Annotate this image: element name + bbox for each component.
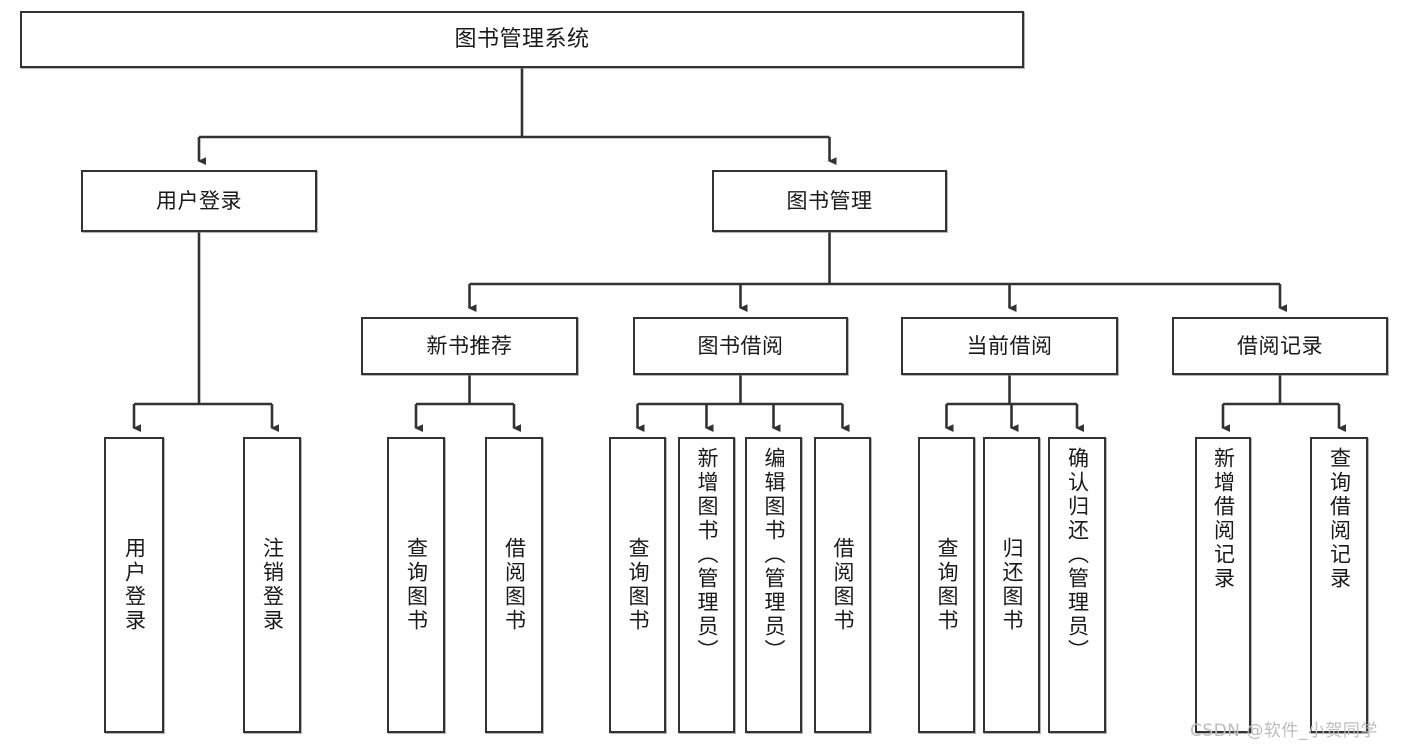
- node-leaf-borrow-book-2[interactable]: 借阅图书: [814, 437, 871, 733]
- node-leaf-user-login[interactable]: 用户登录: [104, 437, 164, 733]
- node-book-borrow[interactable]: 图书借阅: [633, 317, 848, 375]
- node-label: 图书借阅: [697, 333, 784, 358]
- node-label: 查询图书: [626, 537, 650, 633]
- node-borrow-record[interactable]: 借阅记录: [1172, 317, 1388, 375]
- node-root[interactable]: 图书管理系统: [20, 11, 1024, 68]
- node-label: 新增图书（管理员）: [695, 447, 719, 663]
- node-label: 借阅记录: [1237, 333, 1323, 358]
- node-label: 编辑图书（管理员）: [762, 447, 786, 663]
- node-leaf-query-book-3[interactable]: 查询图书: [918, 437, 975, 733]
- node-leaf-add-book[interactable]: 新增图书（管理员）: [678, 437, 735, 733]
- node-leaf-user-logout[interactable]: 注销登录: [243, 437, 301, 733]
- node-book-manage[interactable]: 图书管理: [712, 170, 947, 232]
- node-label: 用户登录: [122, 537, 147, 633]
- node-label: 新增借阅记录: [1211, 447, 1236, 591]
- node-leaf-borrow-book-1[interactable]: 借阅图书: [485, 437, 543, 733]
- node-label: 确认归还（管理员）: [1065, 447, 1090, 663]
- node-leaf-query-record[interactable]: 查询借阅记录: [1310, 437, 1368, 733]
- node-leaf-add-record[interactable]: 新增借阅记录: [1195, 437, 1251, 733]
- node-label: 图书管理系统: [454, 26, 590, 52]
- node-label: 查询借阅记录: [1327, 447, 1352, 591]
- node-label: 图书管理: [786, 188, 873, 213]
- node-label: 用户登录: [156, 188, 242, 213]
- node-label: 新书推荐: [426, 333, 513, 358]
- node-leaf-edit-book[interactable]: 编辑图书（管理员）: [745, 437, 802, 733]
- node-label: 归还图书: [1000, 537, 1024, 633]
- node-label: 当前借阅: [966, 333, 1053, 358]
- node-label: 查询图书: [935, 537, 959, 633]
- node-new-book-rec[interactable]: 新书推荐: [361, 317, 578, 375]
- node-label: 注销登录: [260, 537, 285, 633]
- node-leaf-return-book[interactable]: 归还图书: [983, 437, 1040, 733]
- node-label: 查询图书: [404, 537, 429, 633]
- node-leaf-query-book-2[interactable]: 查询图书: [609, 437, 666, 733]
- node-label: 借阅图书: [502, 537, 527, 633]
- node-leaf-query-book-1[interactable]: 查询图书: [387, 437, 445, 733]
- node-user-login[interactable]: 用户登录: [81, 170, 317, 232]
- watermark-text: CSDN @软件_小贺同学: [1190, 721, 1378, 741]
- node-current-borrow[interactable]: 当前借阅: [901, 317, 1118, 375]
- node-leaf-confirm-return[interactable]: 确认归还（管理员）: [1048, 437, 1106, 733]
- node-label: 借阅图书: [831, 537, 855, 633]
